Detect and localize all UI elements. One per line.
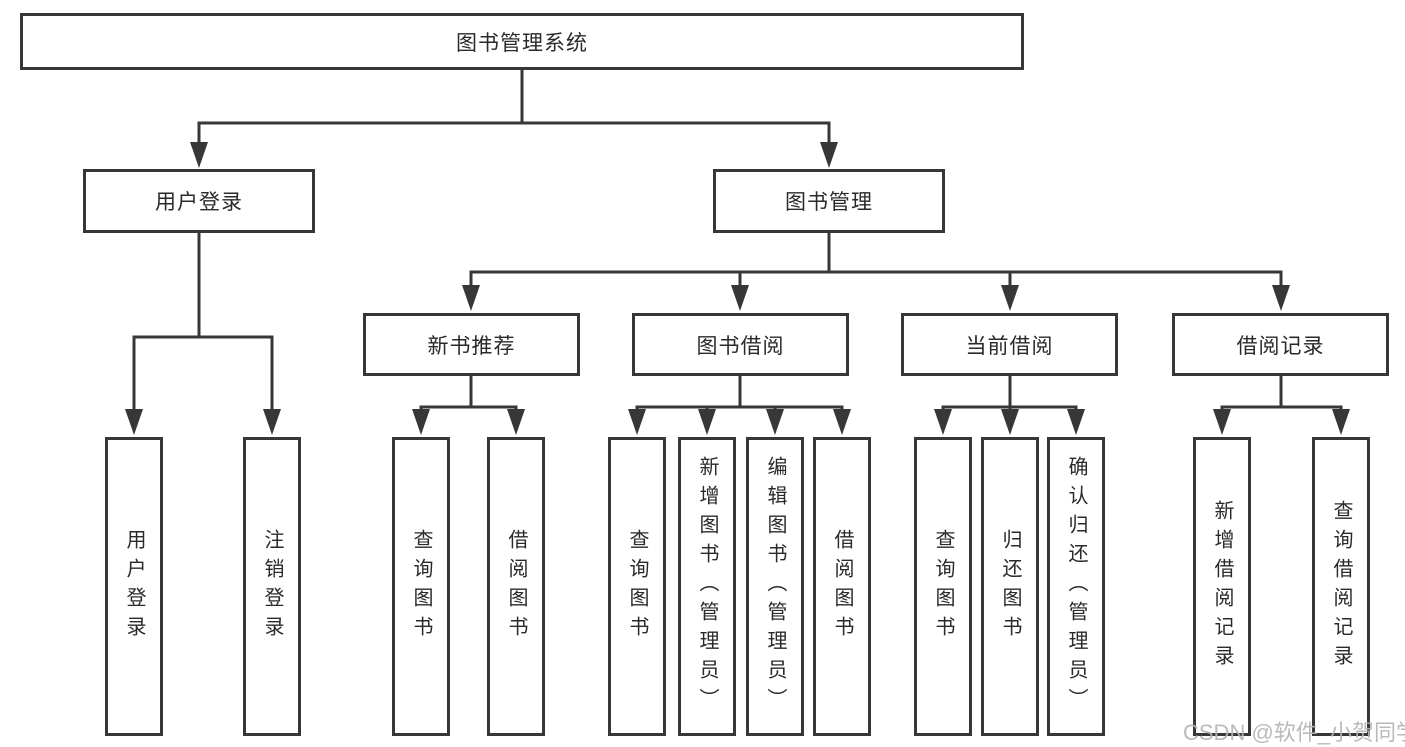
node-label: 确认归还（管理员） xyxy=(1065,456,1087,717)
leaf-add-books-admin: 新增图书（管理员） xyxy=(678,437,736,736)
node-label: 当前借阅 xyxy=(965,334,1054,358)
node-label: 用户登录 xyxy=(123,528,145,645)
leaf-query-books-2: 查询图书 xyxy=(608,437,666,736)
leaf-add-borrow-record: 新增借阅记录 xyxy=(1193,437,1251,736)
node-label: 查询借阅记录 xyxy=(1330,499,1352,674)
node-label: 归还图书 xyxy=(999,528,1021,645)
node-label: 借阅图书 xyxy=(831,528,853,645)
node-book-management: 图书管理 xyxy=(713,169,945,233)
leaf-edit-books-admin: 编辑图书（管理员） xyxy=(746,437,804,736)
leaf-query-books-1: 查询图书 xyxy=(392,437,450,736)
node-label: 图书管理系统 xyxy=(456,31,588,55)
node-new-book-recommendation: 新书推荐 xyxy=(363,313,580,376)
node-book-borrowing: 图书借阅 xyxy=(632,313,849,376)
leaf-query-books-3: 查询图书 xyxy=(914,437,972,736)
leaf-user-login: 用户登录 xyxy=(105,437,163,736)
node-label: 用户登录 xyxy=(155,191,243,214)
node-label: 借阅记录 xyxy=(1236,334,1325,358)
node-label: 新书推荐 xyxy=(427,334,516,358)
node-label: 图书管理 xyxy=(785,191,873,214)
node-borrowing-records: 借阅记录 xyxy=(1172,313,1389,376)
node-label: 注销登录 xyxy=(261,528,283,645)
node-label: 查询图书 xyxy=(626,528,648,645)
node-label: 图书借阅 xyxy=(696,334,785,358)
node-label: 新增借阅记录 xyxy=(1211,499,1233,674)
watermark: CSDN @软件_小贺同学 xyxy=(1183,720,1405,745)
leaf-confirm-return-admin: 确认归还（管理员） xyxy=(1047,437,1105,736)
node-label: 新增图书（管理员） xyxy=(696,456,718,717)
node-label: 查询图书 xyxy=(932,528,954,645)
leaf-query-borrow-record: 查询借阅记录 xyxy=(1312,437,1370,736)
leaf-borrow-books-1: 借阅图书 xyxy=(487,437,545,736)
leaf-borrow-books-2: 借阅图书 xyxy=(813,437,871,736)
node-label: 借阅图书 xyxy=(505,528,527,645)
node-label: 编辑图书（管理员） xyxy=(764,456,786,717)
node-user-login: 用户登录 xyxy=(83,169,315,233)
node-current-borrowing: 当前借阅 xyxy=(901,313,1118,376)
leaf-return-books: 归还图书 xyxy=(981,437,1039,736)
node-library-system: 图书管理系统 xyxy=(20,13,1024,70)
node-label: 查询图书 xyxy=(410,528,432,645)
leaf-logout: 注销登录 xyxy=(243,437,301,736)
